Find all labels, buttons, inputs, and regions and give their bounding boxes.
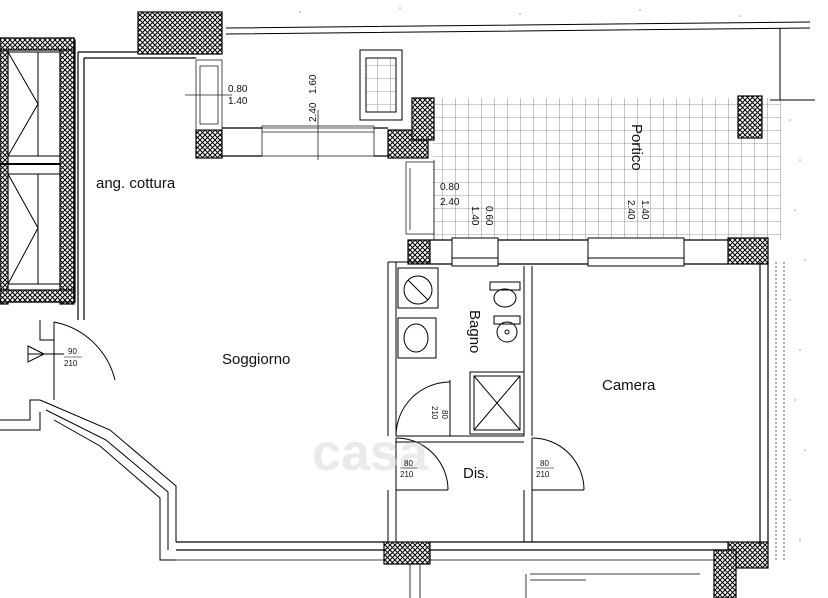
bidet [493,315,521,343]
room-label-bath: Bagno [466,310,483,353]
dim-w1-bottom: 1.40 [228,96,248,107]
porch-floor [433,98,781,240]
entry-arrow-icon [27,345,64,363]
left-wall-hatch-outer [0,37,9,305]
living-door[interactable] [395,437,449,491]
dim-w4-top: 0.60 [483,206,494,226]
dim-bath-door-bottom: 210 [430,406,439,420]
dim-w2-top: 1.60 [308,74,319,94]
dim-w3-top: 0.80 [440,182,460,193]
dim-bath-door-top: 80 [440,410,449,419]
room-label-porch: Portico [628,124,645,171]
terrace-right-edge [770,28,815,101]
room-label-kitchen: ang. cottura [96,175,176,192]
dim-w3-bottom: 2.40 [440,197,460,208]
terrace-edge [225,21,811,35]
dim-w2-bottom: 2.40 [308,102,319,122]
bottom-lower-lines [409,564,586,598]
top-wall-hatch-b [195,129,223,159]
toilet [489,281,521,308]
kitchen-window [185,59,232,131]
dim-living-door-bottom: 210 [400,470,414,479]
bay-wall-left-steps [0,320,55,431]
room-label-hall: Dis. [463,465,489,482]
dim-w5-bottom: 2.40 [625,200,636,220]
dim-living-door-top: 80 [404,459,413,468]
bedroom-corner-top [727,237,769,265]
room-label-living: Soggiorno [222,351,290,368]
stair-diagram [0,51,61,285]
dim-w4-bottom: 1.40 [469,206,480,226]
living-bath-partition [387,262,397,436]
porch-column-right [737,95,763,139]
bath-door[interactable] [395,380,451,437]
porch-column-left [411,97,435,141]
bath-right-wall [523,266,533,436]
bottom-wall-outer [176,559,714,575]
living-window [222,110,388,160]
bedroom-right-wall [759,262,769,544]
exterior-dots [299,7,806,541]
dim-entry-door-bottom: 210 [64,359,78,368]
living-top-wall [222,127,388,157]
skylight [359,49,403,121]
bedroom-right-ext [775,262,785,560]
entry-door[interactable] [53,321,116,400]
bedroom-door[interactable] [531,437,585,491]
room-label-bedroom: Camera [602,377,656,394]
top-wall-hatch-a [137,11,223,55]
dim-entry-door-top: 90 [68,347,77,356]
bottom-wall [176,541,728,551]
bottom-wall-hatch-mid [383,541,431,565]
bath-corner-wall [407,239,431,265]
left-wall-hatch-right [59,37,75,305]
hall-right-wall [523,490,533,542]
sink [397,317,437,359]
washing-machine [397,267,439,309]
bay-wall-diagonal [39,399,177,561]
shower [469,371,525,435]
kitchen-left-wall [77,52,85,320]
dim-bedroom-door-top: 80 [540,459,549,468]
left-wall-hatch-top [0,37,75,51]
left-wall-hatch-bottom [0,289,75,303]
watermark: casa [312,424,429,482]
dim-w5-top: 1.40 [639,200,650,220]
bottom-right-corner-pier [713,549,737,598]
porch-windows [405,160,435,240]
top-wall-openings [451,237,685,267]
dim-w1-top: 0.80 [228,84,248,95]
hall-left-wall [387,490,397,542]
dim-bedroom-door-bottom: 210 [536,470,550,479]
